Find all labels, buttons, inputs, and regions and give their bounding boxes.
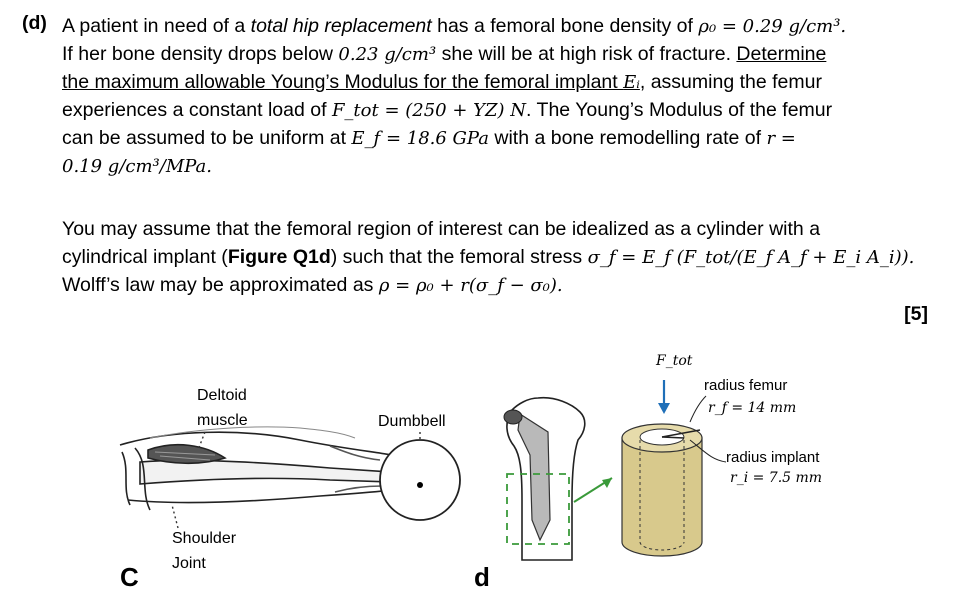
math-threshold: 0.23 g/cm³ [338,44,437,65]
p1-line-4: experiences a constant load of F_tot = (… [62,96,832,125]
deltoid-leader [197,431,206,451]
humerus-bone [139,459,393,485]
radius-femur-line [661,429,701,438]
cylinder-body [621,437,703,557]
implant-stem [517,412,551,542]
arm-lower-outline [127,489,393,504]
text: Wolff’s law may be approximated as [62,274,379,296]
dumbbell-label: Dumbbell [378,413,446,430]
question-label: (d) [22,12,47,34]
p1-line-5: can be assumed to be uniform at E_f = 18… [62,124,796,153]
p1-line-1: A patient in need of a total hip replace… [62,12,846,41]
text: You may assume that the femoral region o… [62,218,821,240]
deltoid-texture [154,451,216,461]
p1-line-3: the maximum allowable Young’s Modulus fo… [62,68,822,97]
elbow-lines [329,445,383,493]
figure-reference: Figure Q1d [227,246,331,268]
p2-line-3: Wolff’s law may be approximated as ρ = ρ… [62,271,563,300]
math-stress: σ_f = E_f (F_tot/(E_f A_f + E_i A_i)). [587,247,915,268]
text-underlined: Determine [736,43,827,65]
region-of-interest [506,473,570,545]
text: has a femoral bone density of [431,15,699,37]
text-underlined: the maximum allowable Young’s Modulus fo… [62,71,624,93]
arm-sketch-top [149,426,356,439]
radius-femur-leader [689,395,707,423]
shoulder-label-1: Shoulder [172,530,237,547]
panel-label-c: C [120,562,139,592]
math-rho0: ρ₀ = 0.29 g/cm³. [698,16,847,37]
text: cylindrical implant ( [62,246,228,268]
shoulder-leader [171,504,179,529]
text: experiences a constant load of [62,99,332,121]
panel-label-d: d [474,562,490,592]
cylinder-model [621,380,727,557]
text: she will be at high risk of fracture. [436,43,737,65]
implant-head [503,409,523,425]
radius-implant-line [661,436,685,439]
deltoid-label-2: muscle [197,412,248,429]
p1-line-2: If her bone density drops below 0.23 g/c… [62,40,826,69]
femur-implant-diagram [503,396,613,561]
math-ftot: F_tot = (250 + YZ) N [331,100,527,121]
deltoid-label-1: Deltoid [197,387,247,404]
math-Ef: E_f = 18.6 GPa [351,128,489,149]
math-wolff: ρ = ρ₀ + r(σ_f − σ₀). [378,275,563,296]
radius-implant-label: radius implant [726,449,820,466]
shoulder-label-2: Joint [172,555,206,572]
text: can be assumed to be uniform at [62,127,352,149]
shoulder-bones [121,447,151,511]
ri-value: r_i = 7.5 mm [730,470,823,486]
p2-line-1: You may assume that the femoral region o… [62,215,820,243]
math-r-value: 0.19 g/cm³/MPa. [62,156,213,177]
radius-implant-leader [689,439,727,463]
radius-femur-label: radius femur [704,377,788,394]
p1-line-6: 0.19 g/cm³/MPa. [62,152,212,181]
text: , assuming the femur [639,71,822,93]
math-Ei: Eᵢ [623,72,640,93]
dumbbell-circle [379,439,461,521]
dumbbell-shape [379,439,461,521]
implant-inner-cylinder [639,440,685,542]
rf-value: r_f = 14 mm [708,400,797,416]
load-arrow-head [658,403,670,414]
text: ) such that the femoral stress [330,246,588,268]
text-italic: total hip replacement [250,15,432,37]
text: with a bone remodelling rate of [488,127,767,149]
implant-inner-bottom [639,541,685,551]
math-r: r = [766,128,796,149]
ftot-label: F_tot [656,353,693,369]
arm-diagram [119,426,393,511]
p2-line-2: cylindrical implant (Figure Q1d) such th… [62,243,914,272]
text: . The Young’s Modulus of the femur [526,99,833,121]
text: A patient in need of a [62,15,251,37]
marks-label: [5] [904,303,928,325]
roi-arrowhead [602,478,612,488]
dumbbell-center [417,482,423,488]
text: If her bone density drops below [62,43,339,65]
